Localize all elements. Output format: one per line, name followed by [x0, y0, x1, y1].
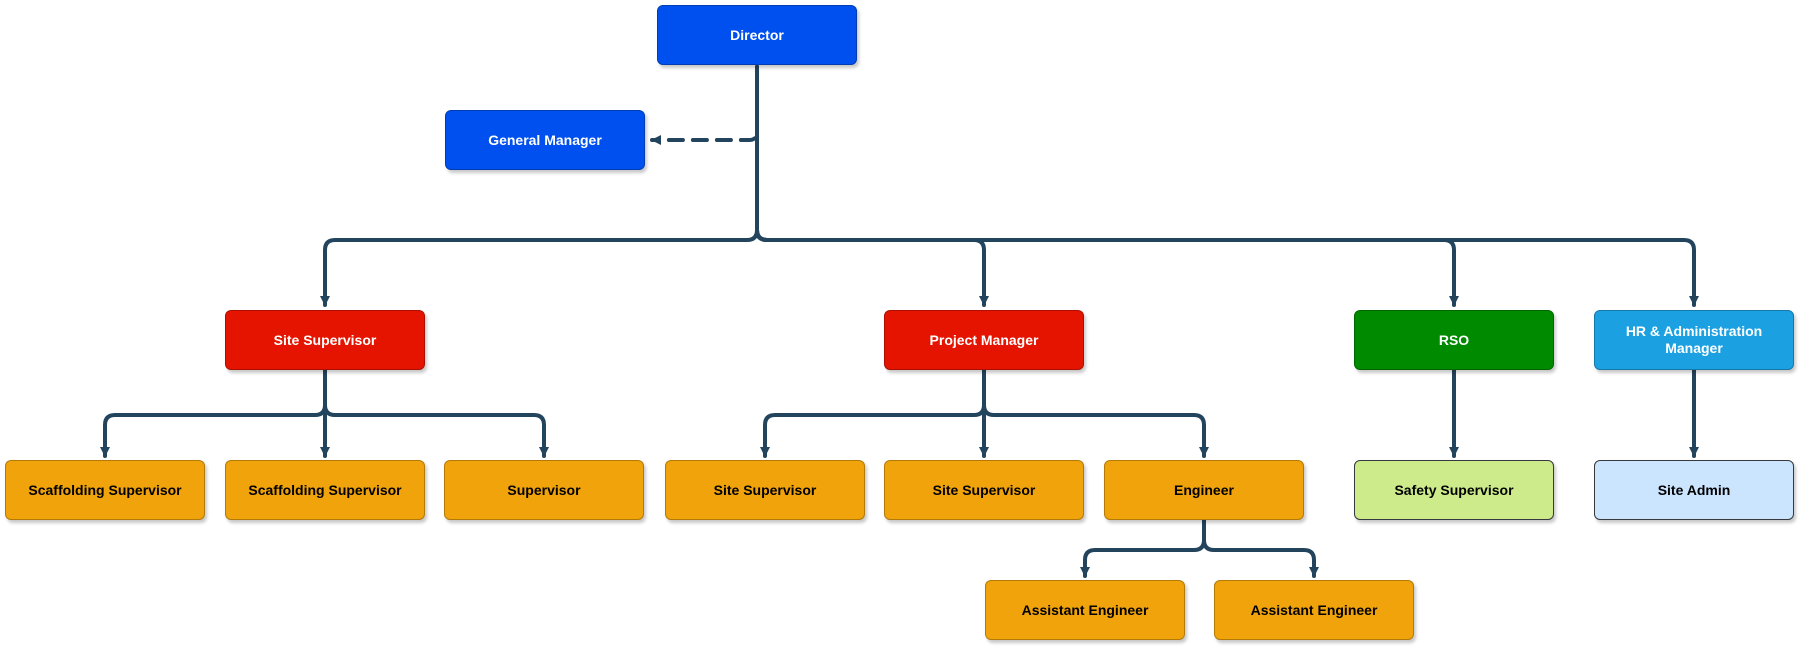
node-director[interactable]: Director: [657, 5, 857, 65]
connector-director-project-manager: [755, 65, 989, 307]
node-site-supervisor-pm[interactable]: Site Supervisor: [665, 460, 865, 520]
node-project-manager[interactable]: Project Manager: [884, 310, 1084, 370]
node-site-supervisor-pm[interactable]: Site Supervisor: [884, 460, 1084, 520]
node-label: Scaffolding Supervisor: [248, 481, 402, 498]
node-rso[interactable]: RSO: [1354, 310, 1554, 370]
node-scaffolding-supervisor[interactable]: Scaffolding Supervisor: [5, 460, 205, 520]
node-label: Supervisor: [507, 481, 581, 498]
node-label: Director: [730, 26, 784, 43]
node-assistant-engineer[interactable]: Assistant Engineer: [985, 580, 1185, 640]
node-label: Site Supervisor: [273, 331, 377, 348]
node-scaffolding-supervisor[interactable]: Scaffolding Supervisor: [225, 460, 425, 520]
node-label: Site Supervisor: [932, 481, 1036, 498]
node-label: Assistant Engineer: [1021, 601, 1149, 618]
node-site-admin[interactable]: Site Admin: [1594, 460, 1794, 520]
node-label: RSO: [1438, 331, 1470, 348]
connector-director-site-supervisor: [320, 65, 759, 307]
node-supervisor[interactable]: Supervisor: [444, 460, 644, 520]
node-label: Assistant Engineer: [1250, 601, 1378, 618]
node-label: Site Admin: [1657, 481, 1731, 498]
connector-director-hr-manager: [755, 65, 1699, 307]
connector-director-general-manager: [650, 65, 759, 145]
connector-site-supervisor-scaffolding-1: [100, 368, 327, 458]
connector-site-supervisor-supervisor: [323, 368, 549, 458]
node-general-manager[interactable]: General Manager: [445, 110, 645, 170]
node-hr-administration-manager[interactable]: HR & Administration Manager: [1594, 310, 1794, 370]
node-label: HR & Administration Manager: [1625, 323, 1763, 356]
node-label: Project Manager: [929, 331, 1039, 348]
node-engineer[interactable]: Engineer: [1104, 460, 1304, 520]
connector-pm-engineer: [982, 368, 1209, 458]
node-label: General Manager: [488, 131, 602, 148]
node-assistant-engineer[interactable]: Assistant Engineer: [1214, 580, 1414, 640]
node-label: Safety Supervisor: [1394, 481, 1514, 498]
connector-engineer-assistant-1: [1080, 518, 1206, 578]
node-safety-supervisor[interactable]: Safety Supervisor: [1354, 460, 1554, 520]
connector-engineer-assistant-2: [1202, 518, 1319, 578]
node-label: Scaffolding Supervisor: [28, 481, 182, 498]
node-label: Engineer: [1174, 481, 1234, 498]
connector-director-rso: [755, 65, 1459, 307]
node-site-supervisor[interactable]: Site Supervisor: [225, 310, 425, 370]
node-label: Site Supervisor: [713, 481, 817, 498]
connector-pm-site-supervisor-1: [760, 368, 986, 458]
